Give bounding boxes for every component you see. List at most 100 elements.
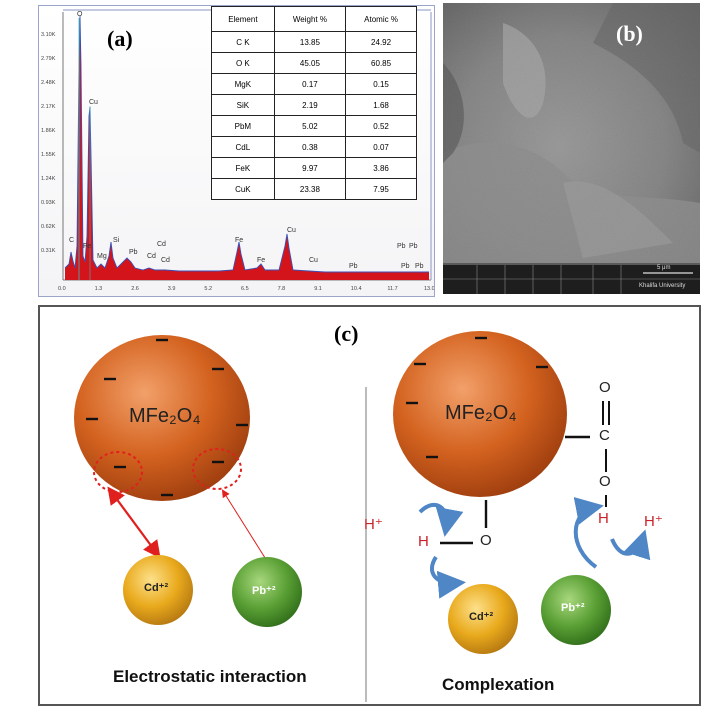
peak-label: Pb	[415, 263, 424, 270]
x-tick-label: 5.2	[204, 286, 212, 292]
peak-label: Fe	[83, 243, 91, 250]
y-tick-label: 1.86K	[41, 128, 56, 134]
table-cell: C K	[211, 31, 275, 53]
table-cell: 45.05	[273, 52, 347, 74]
right-cd-ion	[448, 584, 518, 654]
peak-label: Pb	[401, 263, 410, 270]
right-pb-label: Pb⁺²	[561, 602, 585, 614]
sem-image: 5 μm Khalifa University (b)	[443, 3, 700, 294]
x-tick-label: 2.6	[131, 286, 139, 292]
peak-label: O	[77, 11, 83, 18]
table-cell: 0.38	[273, 136, 347, 158]
table-header: Element	[211, 6, 275, 32]
table-cell: 0.15	[345, 73, 417, 95]
acid-h-label: H	[598, 510, 609, 527]
y-tick-label: 2.79K	[41, 56, 56, 62]
peak-label: Cd	[147, 253, 156, 260]
peak-label: Mg	[97, 253, 107, 260]
peak-label: Pb	[409, 243, 418, 250]
table-cell: FeK	[211, 157, 275, 179]
table-cell: SiK	[211, 94, 275, 116]
peak-label: Si	[113, 237, 120, 244]
left-cd-ion	[123, 555, 193, 625]
table-cell: 23.38	[273, 178, 347, 200]
left-pb-label: Pb⁺²	[252, 585, 276, 597]
table-cell: 24.92	[345, 31, 417, 53]
peak-label: Cu	[89, 99, 98, 106]
y-tick-label: 3.10K	[41, 32, 56, 38]
y-tick-label: 2.48K	[41, 80, 56, 86]
peak-label: Pb	[349, 263, 358, 270]
table-cell: O K	[211, 52, 275, 74]
y-tick-label: 0.31K	[41, 248, 56, 254]
sem-footer-text: Khalifa University	[639, 283, 686, 289]
y-tick-label: 0.62K	[41, 224, 56, 230]
x-tick-label: 0.0	[58, 286, 66, 292]
right-cd-label: Cd⁺²	[469, 611, 494, 623]
table-header: Atomic %	[345, 6, 417, 32]
left-pb-ion	[232, 557, 302, 627]
released-proton-right: H⁺	[644, 513, 663, 530]
panel-a-label: (a)	[107, 26, 133, 51]
right-caption: Complexation	[442, 675, 555, 694]
peak-label: C	[69, 237, 74, 244]
left-caption: Electrostatic interaction	[113, 667, 307, 686]
left-cd-label: Cd⁺²	[144, 582, 169, 594]
panel-b-label: (b)	[616, 21, 643, 46]
table-cell: 0.52	[345, 115, 417, 137]
released-proton-left: H⁺	[364, 516, 383, 533]
x-tick-label: 7.8	[278, 286, 286, 292]
table-cell: 5.02	[273, 115, 347, 137]
edx-panel: 3.10K 2.79K 2.48K 2.17K 1.86K 1.55K 1.24K 0.93K…	[38, 5, 435, 297]
table-cell: 7.95	[345, 178, 417, 200]
x-tick-label: 6.5	[241, 286, 249, 292]
table-cell: 0.17	[273, 73, 347, 95]
y-tick-label: 1.24K	[41, 176, 56, 182]
x-tick-label: 9.1	[314, 286, 322, 292]
x-tick-label: 3.9	[168, 286, 176, 292]
x-tick-label: 10.4	[351, 286, 362, 292]
peak-label: Fe	[235, 237, 243, 244]
carbon-label: C	[599, 427, 610, 444]
table-cell: 2.19	[273, 94, 347, 116]
table-cell: 9.97	[273, 157, 347, 179]
carbonyl-o-label: O	[599, 379, 611, 396]
y-tick-label: 0.93K	[41, 200, 56, 206]
right-pb-ion	[541, 575, 611, 645]
left-negative-charges	[86, 338, 248, 497]
table-header: Weight %	[273, 6, 347, 32]
table-cell: 13.85	[273, 31, 347, 53]
peak-label: Cu	[287, 227, 296, 234]
table-cell: 3.86	[345, 157, 417, 179]
x-tick-label: 1.3	[95, 286, 103, 292]
right-negative-charges	[406, 336, 548, 459]
peak-label: Fe	[257, 257, 265, 264]
mechanism-panel: (c) MFe₂O₄ Cd⁺² Pb⁺² Electrostatic inter…	[38, 305, 701, 706]
right-ferrite-particle	[393, 331, 567, 497]
surface-o-label: O	[480, 532, 492, 549]
scalebar-label: 5 μm	[657, 265, 671, 271]
table-cell: CuK	[211, 178, 275, 200]
table-cell: MgK	[211, 73, 275, 95]
x-tick-label: 11.7	[387, 286, 397, 292]
peak-label: Cd	[161, 257, 170, 264]
y-tick-label: 2.17K	[41, 104, 56, 110]
left-ferrite-particle	[74, 335, 250, 501]
table-cell: CdL	[211, 136, 275, 158]
hydroxyl-o-label: O	[599, 473, 611, 490]
table-cell: 1.68	[345, 94, 417, 116]
peak-label: Cd	[157, 241, 166, 248]
x-tick-label: 13.0	[424, 286, 434, 292]
y-tick-label: 1.55K	[41, 152, 56, 158]
surface-h-label: H	[418, 533, 429, 550]
left-particle-label: MFe₂O₄	[129, 405, 201, 427]
